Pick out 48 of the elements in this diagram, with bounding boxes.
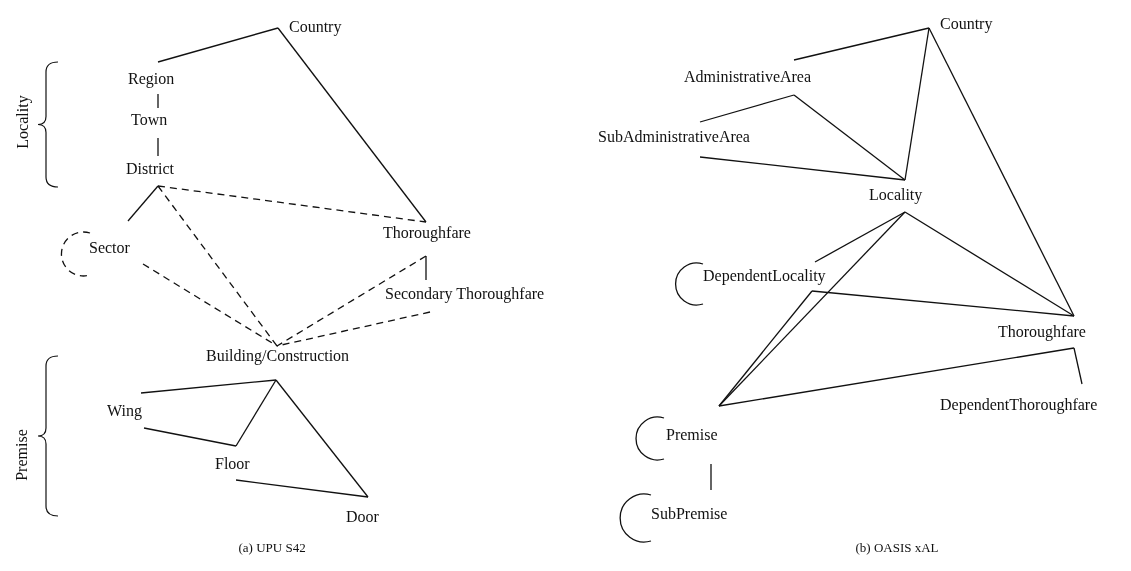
node-label: Wing bbox=[107, 402, 142, 420]
connector-line bbox=[928, 27, 1075, 317]
self-loop-arc bbox=[675, 262, 704, 306]
connector-line bbox=[157, 137, 159, 157]
node-label: Locality bbox=[869, 186, 923, 204]
node-label: Country bbox=[289, 18, 342, 36]
connector-line bbox=[904, 211, 1075, 317]
connector-line bbox=[127, 185, 159, 222]
connector-line bbox=[699, 94, 795, 123]
connector-line bbox=[157, 185, 278, 347]
connector-line bbox=[425, 255, 427, 281]
connector-line bbox=[140, 379, 277, 394]
connector-line bbox=[710, 463, 712, 491]
connector-line bbox=[142, 263, 278, 347]
connector-line bbox=[235, 479, 369, 498]
connector-line bbox=[811, 290, 1075, 317]
connector-line bbox=[718, 290, 813, 407]
self-loop-arc bbox=[635, 416, 665, 461]
connector-line bbox=[157, 93, 159, 109]
connector-line bbox=[793, 94, 906, 181]
connector-line bbox=[277, 27, 427, 223]
node-label: Building/Construction bbox=[206, 347, 350, 365]
connector-line bbox=[814, 211, 906, 263]
node-label: Region bbox=[128, 70, 175, 88]
connector-line bbox=[235, 379, 277, 447]
connector-line bbox=[699, 156, 906, 181]
connector-line bbox=[793, 27, 930, 61]
connector-line bbox=[157, 27, 279, 63]
node-label: Secondary Thoroughfare bbox=[385, 285, 545, 303]
connector-line bbox=[275, 379, 369, 498]
connector-line bbox=[143, 427, 237, 447]
self-loop-arc bbox=[60, 231, 91, 277]
node-label: Country bbox=[940, 15, 993, 33]
node-label: DependentLocality bbox=[703, 267, 826, 285]
connector-line bbox=[718, 347, 1075, 407]
group-label: Premise bbox=[12, 429, 31, 481]
figure-caption: (b) OASIS xAL bbox=[855, 539, 939, 555]
connector-line bbox=[276, 255, 427, 347]
node-label: Thoroughfare bbox=[998, 323, 1086, 341]
node-label: Thoroughfare bbox=[383, 224, 471, 242]
node-label: DependentThoroughfare bbox=[940, 396, 1098, 414]
figure-caption: (a) UPU S42 bbox=[238, 539, 306, 555]
connector-line bbox=[904, 27, 930, 181]
connector-line bbox=[1073, 347, 1083, 385]
group-label: Locality bbox=[13, 95, 32, 149]
connector-line bbox=[276, 311, 431, 347]
connector-line bbox=[157, 185, 427, 223]
self-loop-arc bbox=[619, 493, 652, 543]
